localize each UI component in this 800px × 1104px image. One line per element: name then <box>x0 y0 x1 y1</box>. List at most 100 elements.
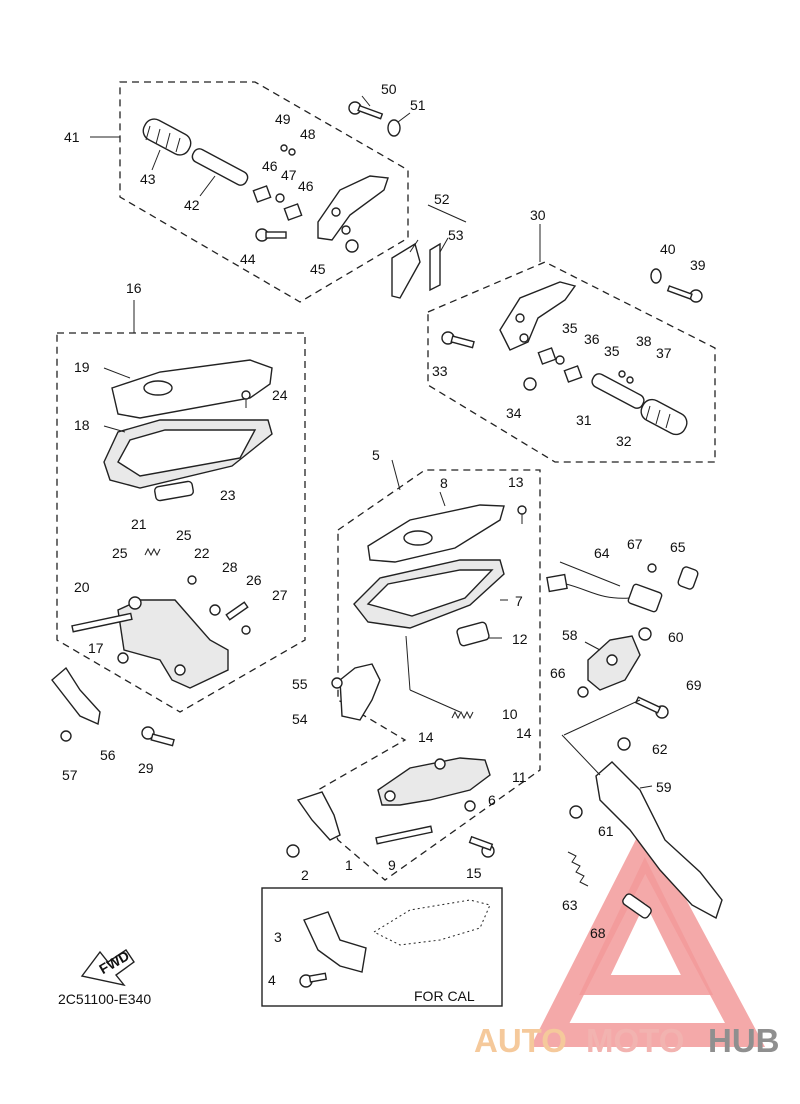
nut-45 <box>345 239 359 253</box>
callout-17: 17 <box>88 640 104 656</box>
callout-5: 5 <box>372 447 380 463</box>
callout-10: 10 <box>502 706 518 722</box>
callout-38: 38 <box>636 333 652 349</box>
watermark-triangle <box>530 822 766 1047</box>
group-16-outline <box>56 332 306 713</box>
bracket-58 <box>587 635 641 691</box>
group-5-outline <box>317 469 541 881</box>
bolt-57 <box>60 730 72 742</box>
callout-9: 9 <box>388 857 396 873</box>
callout-44: 44 <box>240 251 256 267</box>
callout-66: 66 <box>550 665 566 681</box>
rubber-12 <box>456 621 490 647</box>
bolt-69 <box>634 696 669 719</box>
cover-8 <box>367 504 505 563</box>
screw-67 <box>647 563 657 573</box>
bracket-41 <box>317 175 389 241</box>
bracket-1 <box>296 791 341 841</box>
callout-14b: 14 <box>516 725 532 741</box>
bolt-17 <box>117 652 129 664</box>
grip-32 <box>640 398 688 436</box>
diagram-code: 2C51100-E340 <box>58 991 151 1007</box>
bolt-39 <box>666 285 703 303</box>
clip-65 <box>677 566 699 590</box>
callout-23: 23 <box>220 487 236 503</box>
watermark-text: AUTO MOTO HUB <box>474 1022 780 1059</box>
pin-9 <box>375 825 433 845</box>
spring-63 <box>567 851 589 887</box>
bolt-50 <box>348 101 384 120</box>
inset-label: FOR CAL <box>414 988 475 1004</box>
nut-62 <box>617 737 631 751</box>
rubber-23 <box>154 480 194 502</box>
callout-60: 60 <box>668 629 684 645</box>
bolt-27 <box>241 625 251 635</box>
sidestand-59 <box>595 761 723 920</box>
callout-27: 27 <box>272 587 288 603</box>
callout-33: 33 <box>432 363 448 379</box>
callout-53: 53 <box>448 227 464 243</box>
callout-3: 3 <box>274 929 282 945</box>
callout-25a: 25 <box>112 545 128 561</box>
peg-42 <box>191 148 249 186</box>
watermark-logo <box>530 822 766 1047</box>
callout-13: 13 <box>508 474 524 490</box>
footboard-7 <box>353 559 505 629</box>
fwd-arrow-icon: FWD <box>80 947 135 987</box>
callout-40: 40 <box>660 241 676 257</box>
pin-68 <box>622 893 652 919</box>
callout-31: 31 <box>576 412 592 428</box>
callout-51: 51 <box>410 97 426 113</box>
callout-39: 39 <box>690 257 706 273</box>
bolt-33 <box>441 331 475 349</box>
bracket-3 <box>303 911 367 973</box>
callout-41: 41 <box>64 129 80 145</box>
bracket-54 <box>339 663 381 721</box>
callout-16: 16 <box>126 280 142 296</box>
callout-56: 56 <box>100 747 116 763</box>
bolt-6 <box>464 800 476 812</box>
pin-20 <box>71 612 133 633</box>
callout-1: 1 <box>345 857 353 873</box>
watermark-hub: HUB <box>708 1022 780 1059</box>
callout-30: 30 <box>530 207 546 223</box>
bolt-15 <box>468 835 495 858</box>
callout-29: 29 <box>138 760 154 776</box>
callout-49: 49 <box>275 111 291 127</box>
callout-35a: 35 <box>562 320 578 336</box>
nut-34 <box>523 377 537 391</box>
bolt-2 <box>286 844 300 858</box>
callout-26: 26 <box>246 572 262 588</box>
callout-46a: 46 <box>262 158 278 174</box>
callout-58: 58 <box>562 627 578 643</box>
callout-labels: 1 2 3 4 5 6 7 8 9 10 11 12 13 14 14 15 1… <box>62 81 706 988</box>
callout-32: 32 <box>616 433 632 449</box>
arm-ghost-cal <box>372 899 491 946</box>
callout-54: 54 <box>292 711 308 727</box>
footboard-18 <box>103 419 273 489</box>
grip-43 <box>142 118 192 156</box>
callout-25b: 25 <box>176 527 192 543</box>
nut-60 <box>638 627 652 641</box>
callout-61: 61 <box>598 823 614 839</box>
bracket-30 <box>499 281 577 351</box>
callout-42: 42 <box>184 197 200 213</box>
bolt-55 <box>331 677 343 689</box>
cover-19 <box>111 359 273 419</box>
peg-31 <box>591 373 645 409</box>
plate-52 <box>391 242 421 299</box>
plate-26 <box>225 601 249 621</box>
callout-50: 50 <box>381 81 397 97</box>
screw-24 <box>241 390 251 408</box>
callout-35b: 35 <box>604 343 620 359</box>
callout-43: 43 <box>140 171 156 187</box>
callout-15: 15 <box>466 865 482 881</box>
inset-for-cal <box>261 887 503 1007</box>
switch-64 <box>546 573 663 613</box>
watermark-moto: MOTO <box>586 1022 684 1059</box>
bolt-66 <box>577 686 589 698</box>
bolt-4 <box>299 972 328 988</box>
callout-21: 21 <box>131 516 147 532</box>
bracket-56 <box>51 666 101 726</box>
